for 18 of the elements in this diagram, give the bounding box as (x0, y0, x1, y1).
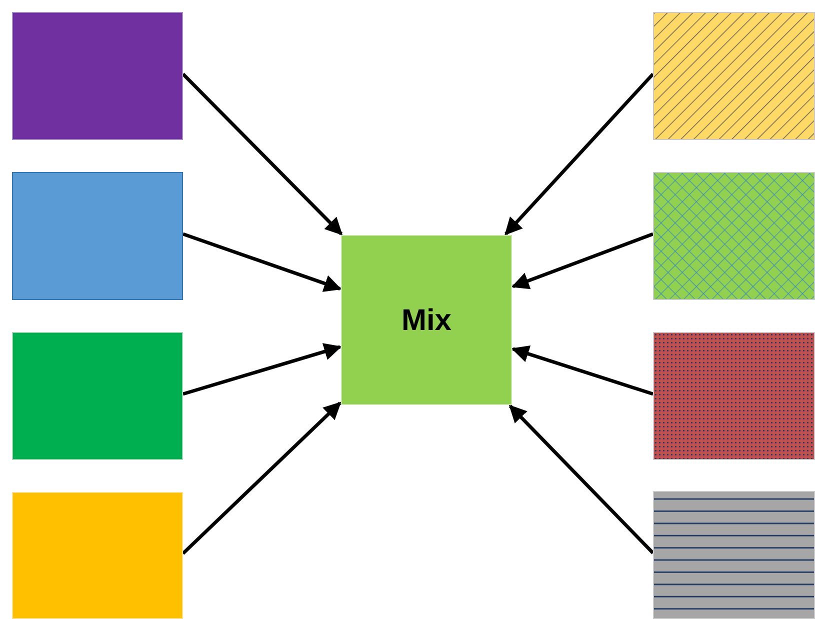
fill-box (12, 12, 183, 140)
arrow (504, 72, 654, 236)
crosshatched-box (653, 172, 815, 300)
striped-box (653, 12, 815, 140)
box-label: Mix (401, 302, 452, 338)
arrow (182, 402, 342, 555)
arrow (182, 232, 342, 292)
dotted-box (653, 332, 815, 460)
arrow (508, 404, 654, 554)
arrow (511, 232, 654, 290)
process-box (341, 235, 512, 405)
fill-box (12, 172, 183, 300)
fill-box (12, 332, 183, 460)
arrow (182, 343, 342, 396)
arrow (182, 72, 343, 236)
arrow (511, 345, 654, 396)
lined-box (653, 491, 815, 619)
fill-box (12, 492, 183, 619)
